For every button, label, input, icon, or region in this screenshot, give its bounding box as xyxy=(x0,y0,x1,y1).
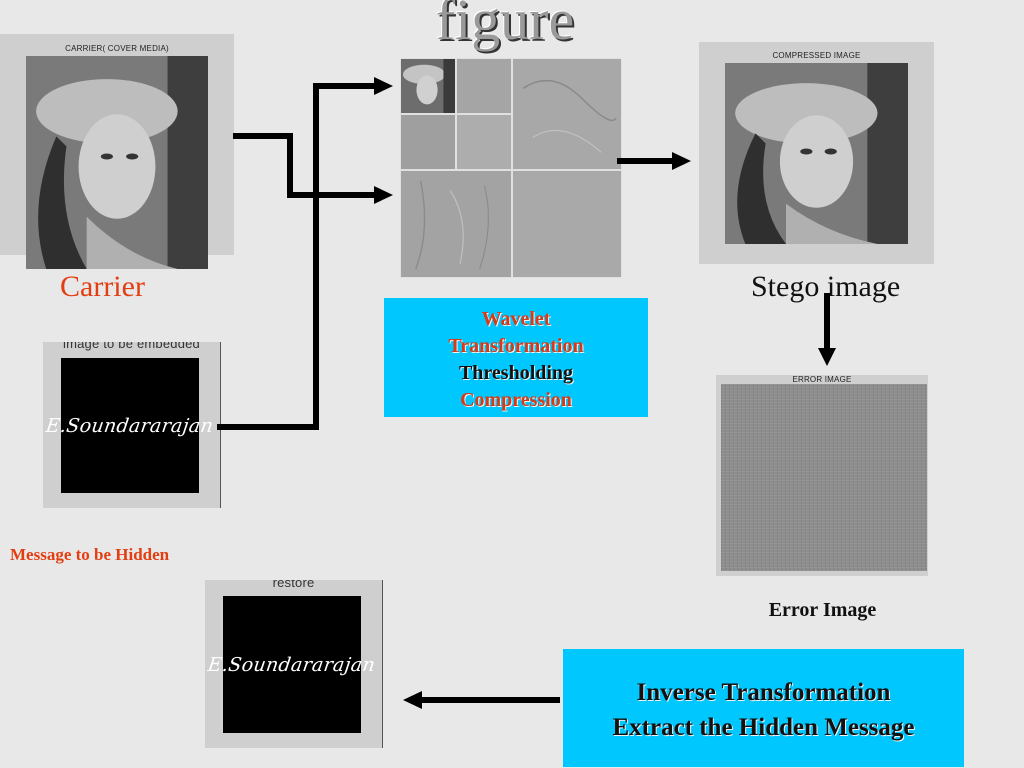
error-noise-image xyxy=(721,384,927,571)
detail-subband-v2 xyxy=(400,170,512,278)
carrier-connector xyxy=(233,133,383,198)
carrier-image-panel: CARRIER( COVER MEDIA) xyxy=(0,34,234,269)
extract-message-line: Extract the Hidden Message xyxy=(612,714,915,741)
wavelet-line: Wavelet xyxy=(481,308,551,330)
transformation-line: Transformation xyxy=(448,335,584,357)
arrowhead-lower xyxy=(374,186,393,204)
embed-image-panel: image to be embedded E.Soundararajan xyxy=(43,342,221,508)
restore-signature-image: E.Soundararajan xyxy=(207,596,377,733)
detail-subband-h2 xyxy=(512,58,622,170)
compressed-image-panel: COMPRESSED IMAGE xyxy=(699,42,934,264)
carrier-label: Carrier xyxy=(60,270,145,303)
restore-caption: restore xyxy=(272,580,315,590)
message-hidden-label: Message to be Hidden xyxy=(10,545,170,564)
slide-title: figure xyxy=(435,0,575,52)
embed-signature-image: E.Soundararajan xyxy=(45,358,215,493)
error-image-label: Error Image xyxy=(768,599,877,621)
approx-subband xyxy=(400,58,456,114)
arrowhead-compressed xyxy=(672,152,691,170)
embed-caption: image to be embedded xyxy=(63,342,200,351)
arrowhead-error xyxy=(818,348,836,366)
inverse-process-box: Inverse Transformation Extract the Hidde… xyxy=(563,649,964,767)
error-caption: ERROR IMAGE xyxy=(792,375,852,384)
thresholding-line: Thresholding xyxy=(458,362,574,384)
wavelet-decomposition-image xyxy=(400,58,622,278)
carrier-caption: CARRIER( COVER MEDIA) xyxy=(65,44,169,53)
message-connector xyxy=(217,83,383,430)
inverse-transformation-line: Inverse Transformation xyxy=(636,679,891,706)
detail-subband-d1 xyxy=(456,114,512,170)
arrowhead-upper xyxy=(374,77,393,95)
wavelet-process-box: Wavelet Transformation Thresholding Comp… xyxy=(384,298,648,417)
detail-subband-v1 xyxy=(400,114,456,170)
compressed-caption: COMPRESSED IMAGE xyxy=(772,51,861,60)
arrowhead-restore xyxy=(403,691,422,709)
restore-image-panel: restore E.Soundararajan xyxy=(205,580,383,748)
detail-subband-h1 xyxy=(456,58,512,114)
compression-line: Compression xyxy=(460,389,572,411)
compressed-photo xyxy=(725,63,908,244)
detail-subband-d2 xyxy=(512,170,622,278)
carrier-photo xyxy=(26,56,208,269)
